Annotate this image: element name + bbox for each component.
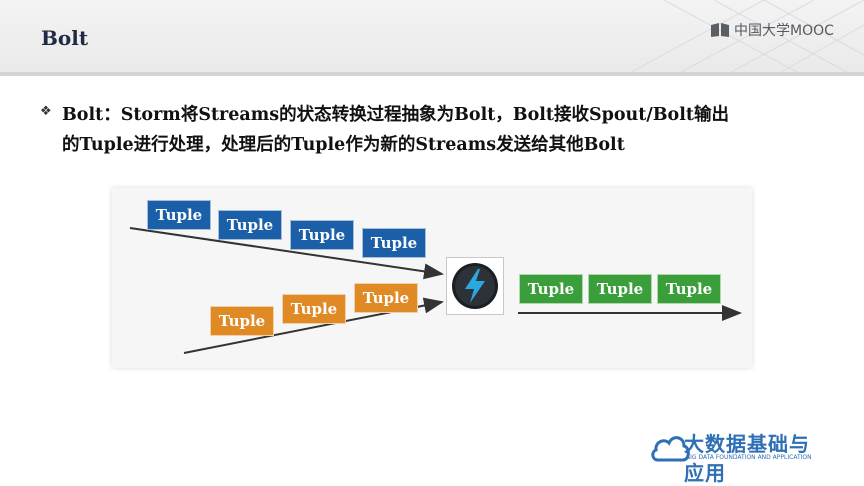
output-tuple-3: Tuple: [657, 274, 721, 304]
cloud-icon: [651, 436, 690, 462]
lightning-bolt-icon: [446, 257, 504, 315]
lower-tuple-3: Tuple: [354, 283, 418, 313]
upper-stream-arrow: [129, 227, 444, 280]
header-divider: [0, 72, 864, 76]
upper-tuple-3: Tuple: [290, 220, 354, 250]
bullet-line-2: 的Tuple进行处理，处理后的Tuple作为新的Streams发送给其他Bolt: [62, 135, 625, 155]
mooc-logo: 中国大学MOOC: [710, 20, 834, 40]
lower-tuple-1: Tuple: [210, 306, 274, 336]
bullet-marker: ❖: [40, 104, 52, 119]
brand-subtitle: BIG DATA FOUNDATION AND APPLICATION: [686, 454, 812, 461]
header-decoration: [623, 0, 864, 76]
book-icon: [711, 23, 729, 37]
mooc-logo-text: 中国大学MOOC: [734, 23, 834, 39]
upper-tuple-1: Tuple: [147, 200, 211, 230]
bullet-line-1: Bolt：Storm将Streams的状态转换过程抽象为Bolt，Bolt接收S…: [62, 105, 729, 125]
output-tuple-1: Tuple: [519, 274, 583, 304]
bolt-emblem: [452, 263, 498, 309]
lower-tuple-2: Tuple: [282, 294, 346, 324]
output-tuple-2: Tuple: [588, 274, 652, 304]
bullet-item: ❖ Bolt：Storm将Streams的状态转换过程抽象为Bolt，Bolt接…: [40, 100, 820, 160]
course-brand-logo: 大数据基础与应用 BIG DATA FOUNDATION AND APPLICA…: [650, 428, 830, 485]
slide-header: Bolt 中国大学MOOC: [0, 0, 864, 76]
bolt-diagram: Tuple Tuple Tuple Tuple Tuple Tuple Tupl…: [112, 188, 752, 368]
upper-tuple-4: Tuple: [362, 228, 426, 258]
upper-tuple-2: Tuple: [218, 210, 282, 240]
bullet-text: Bolt：Storm将Streams的状态转换过程抽象为Bolt，Bolt接收S…: [62, 100, 729, 160]
brand-title: 大数据基础与应用: [684, 432, 810, 485]
slide-title: Bolt: [41, 26, 89, 50]
